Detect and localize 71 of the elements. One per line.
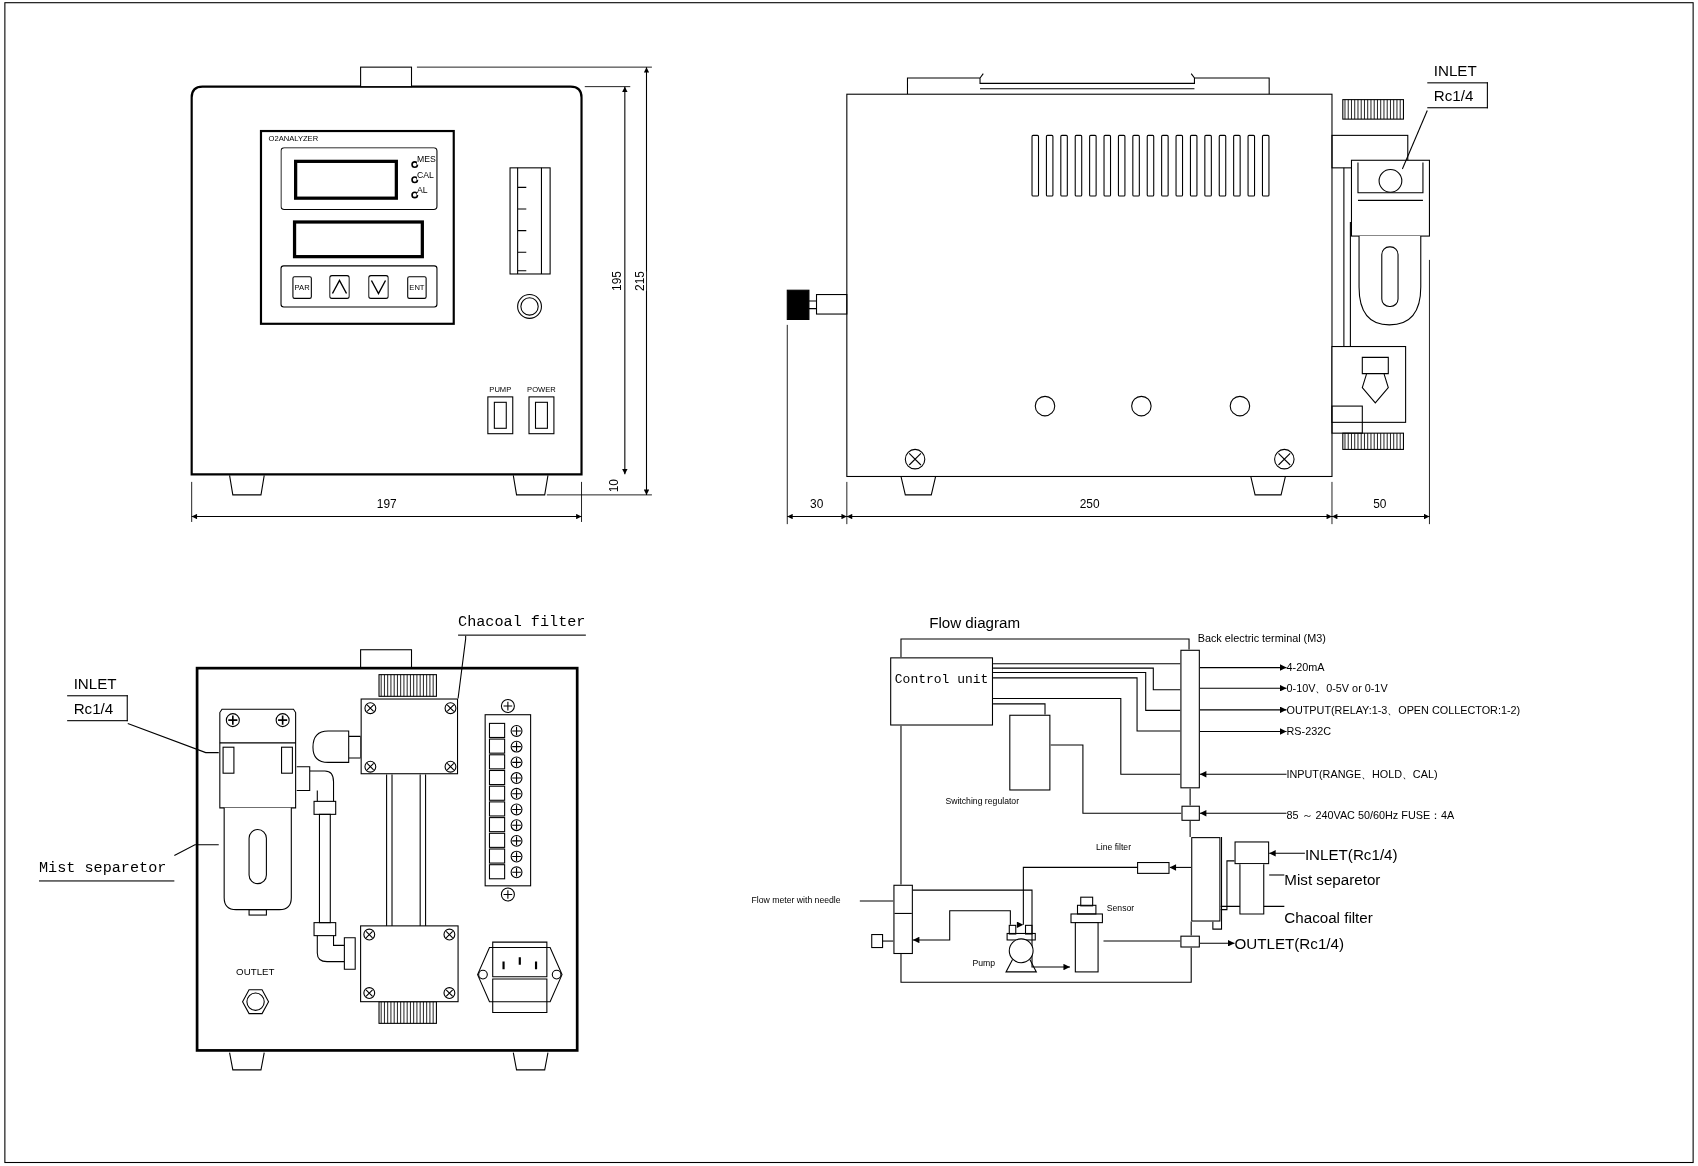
leader-line bbox=[1268, 874, 1285, 876]
dimension-value: 10 bbox=[608, 479, 621, 493]
component-caption: Sensor bbox=[1106, 904, 1135, 913]
port-label: INLET bbox=[73, 673, 117, 694]
dimension-value: 215 bbox=[634, 271, 647, 291]
mist-separator-drawing bbox=[218, 708, 297, 917]
callout-label: Chacoal filter bbox=[458, 609, 586, 636]
arrow bbox=[912, 889, 1071, 971]
arrow bbox=[1199, 771, 1288, 778]
component-caption: Switching regulator bbox=[945, 797, 1020, 806]
leader-line bbox=[127, 722, 220, 754]
arrow bbox=[1268, 850, 1306, 857]
connector-line bbox=[992, 667, 1181, 691]
signal-label: INPUT(RANGE、HOLD、CAL) bbox=[1286, 765, 1460, 782]
connector-line bbox=[992, 677, 1181, 732]
arrow bbox=[1199, 728, 1288, 735]
connector-line bbox=[992, 697, 1181, 775]
arrow bbox=[1199, 706, 1288, 714]
connector-line bbox=[992, 703, 1046, 716]
arrow bbox=[912, 910, 1011, 944]
callout-label: Mist separetor bbox=[1284, 868, 1415, 891]
charcoal-filter-block bbox=[1191, 837, 1221, 922]
dimension-value: 197 bbox=[376, 498, 397, 511]
signal-label: OUTPUT(RELAY:1-3、OPEN COLLECTOR:1-2) bbox=[1286, 701, 1558, 718]
flow-meter bbox=[893, 884, 913, 955]
component-caption: Line filter bbox=[1095, 843, 1132, 853]
diagram-heading: Flow diagram bbox=[929, 610, 1049, 635]
port-label: INLET bbox=[1433, 60, 1477, 82]
signal-label: 4-20mA bbox=[1286, 659, 1352, 676]
controller-panel bbox=[259, 129, 455, 325]
port-label: OUTLET bbox=[236, 967, 275, 977]
arrow bbox=[1199, 664, 1288, 671]
dimension-value: 250 bbox=[1079, 498, 1100, 511]
callout-label: Chacoal filter bbox=[1284, 906, 1413, 929]
port-label: INLET(Rc1/4) bbox=[1304, 843, 1414, 866]
component-caption: Back electric terminal (M3) bbox=[1197, 633, 1326, 645]
arrow bbox=[1199, 684, 1288, 692]
outlet-port bbox=[1180, 935, 1200, 948]
switching-regulator-box bbox=[1009, 714, 1051, 791]
connector-line bbox=[1102, 940, 1181, 942]
arrow bbox=[1199, 810, 1288, 817]
dimension-value: 195 bbox=[611, 271, 624, 291]
pump-drawing bbox=[1003, 924, 1039, 973]
line-filter-box bbox=[1137, 862, 1170, 874]
leader-line bbox=[859, 900, 894, 902]
dimension-value: 50 bbox=[1373, 498, 1387, 511]
port-label: OUTLET(Rc1/4) bbox=[1234, 932, 1349, 955]
control-unit-box: Control unit bbox=[890, 657, 994, 726]
indicator-label: MES bbox=[416, 155, 436, 165]
leader-line bbox=[457, 635, 467, 699]
callout-label: Flow meter with needle bbox=[751, 894, 860, 908]
connector-line bbox=[1219, 860, 1236, 911]
terminal-strip bbox=[1180, 649, 1200, 789]
arrow bbox=[1199, 939, 1236, 947]
indicator-label: AL bbox=[416, 186, 428, 195]
filter-block bbox=[360, 698, 459, 775]
signal-label: 85 ～ 240VAC 50/60Hz FUSE：4A bbox=[1286, 806, 1504, 823]
signal-label: 0-10V、0-5V or 0-1V bbox=[1286, 680, 1428, 697]
sensor-drawing bbox=[1069, 896, 1104, 973]
fuse-terminal bbox=[1181, 805, 1200, 821]
indicator-label: CAL bbox=[416, 171, 434, 180]
leader-line bbox=[1401, 109, 1428, 170]
mist-separator-drawing bbox=[1234, 841, 1270, 916]
connector-line bbox=[1049, 744, 1182, 814]
leader-line bbox=[173, 844, 220, 857]
dimension-value: 30 bbox=[810, 498, 824, 511]
component-caption: Pump bbox=[972, 959, 996, 969]
arrow bbox=[1169, 864, 1192, 871]
signal-label: RS-232C bbox=[1286, 723, 1352, 740]
callout-label: Mist separetor bbox=[39, 855, 175, 882]
connector-line bbox=[992, 663, 1181, 665]
